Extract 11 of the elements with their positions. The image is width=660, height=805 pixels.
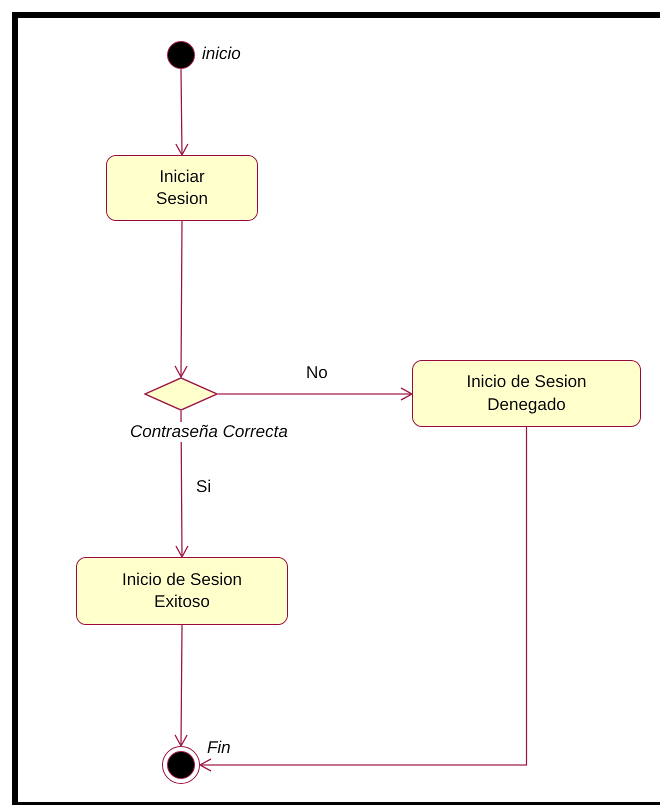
transition-arrow (174, 625, 188, 747)
activity-box: Iniciar Sesion (106, 155, 258, 221)
transition-arrow (218, 387, 413, 401)
transition-arrow (175, 69, 189, 156)
transition-arrow (199, 427, 528, 772)
activity-box: Inicio de Sesion Exitoso (76, 557, 288, 625)
decision-label: Contraseña Correcta (130, 422, 288, 442)
state-label: inicio (202, 44, 241, 64)
state-label: Fin (207, 738, 231, 758)
transition-arrow (174, 221, 188, 378)
activity-box: Inicio de Sesion Denegado (412, 360, 641, 427)
